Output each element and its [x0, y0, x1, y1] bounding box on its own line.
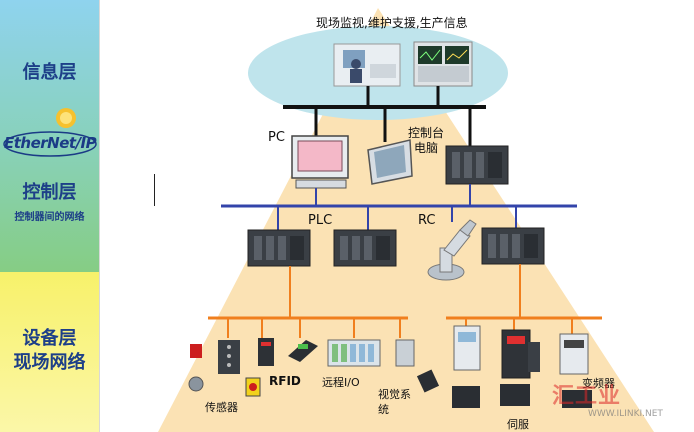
sensor-label: 传感器	[205, 401, 238, 414]
rc-label: RC	[418, 213, 436, 228]
vision-camera-icon	[395, 339, 440, 393]
inverter-icon	[559, 333, 592, 408]
device-layer-label: 设备层	[22, 328, 77, 349]
pyramid-shape	[158, 8, 654, 432]
vision-system-label: 视觉系	[378, 388, 411, 401]
rfid-reader-icon	[258, 338, 274, 366]
monitoring-title: 现场监视,维护支援,生产信息	[316, 16, 468, 30]
control-console-pc-icon	[367, 139, 413, 185]
field-network-label: 现场网络	[13, 352, 86, 373]
sensor-devices-icon	[188, 340, 261, 397]
controller-top-icon	[445, 145, 509, 185]
rfid-antenna-icon	[288, 340, 318, 362]
plc-2-icon	[333, 229, 397, 267]
inverter-label: 变频器	[582, 377, 615, 390]
plc-3-icon	[481, 227, 545, 265]
text-cursor	[154, 174, 155, 206]
servo-label: 伺服	[507, 418, 529, 431]
servo-drive-1-icon	[453, 325, 481, 371]
vision-system-label-2: 统	[378, 403, 389, 416]
servo-drive-2-icon	[501, 329, 540, 379]
control-layer-label: 控制层	[22, 182, 77, 203]
watermark-text: 汇工业	[552, 384, 622, 409]
plc-1-icon	[247, 229, 311, 267]
device-layer-panel	[0, 272, 100, 432]
rfid-label: RFID	[269, 374, 301, 388]
watermark-url: WWW.ILINKI.NET	[588, 409, 663, 419]
plc-label: PLC	[308, 213, 333, 228]
servo-motor-icon	[452, 384, 530, 408]
remote-io-label: 远程I/O	[322, 376, 360, 389]
ethernet-ip-logo-text: EtherNet/IP	[4, 134, 97, 152]
layer-sidebar: 信息层 EtherNet/IP 控制层 控制器间的网络 设备层 现场网络	[0, 0, 100, 432]
robot-arm-icon	[427, 219, 477, 281]
operator-workstation-icon	[333, 43, 401, 87]
control-console-label-2: 电脑	[414, 141, 439, 155]
monitor-screens-icon	[413, 41, 473, 87]
control-network-label: 控制器间的网络	[14, 212, 85, 223]
pc-label: PC	[268, 130, 285, 145]
info-layer-label: 信息层	[22, 62, 77, 83]
pc-icon	[291, 135, 349, 189]
control-console-label: 控制台	[408, 126, 445, 140]
remote-io-icon	[327, 339, 381, 367]
ethernet-ip-logo-icon	[3, 108, 97, 157]
